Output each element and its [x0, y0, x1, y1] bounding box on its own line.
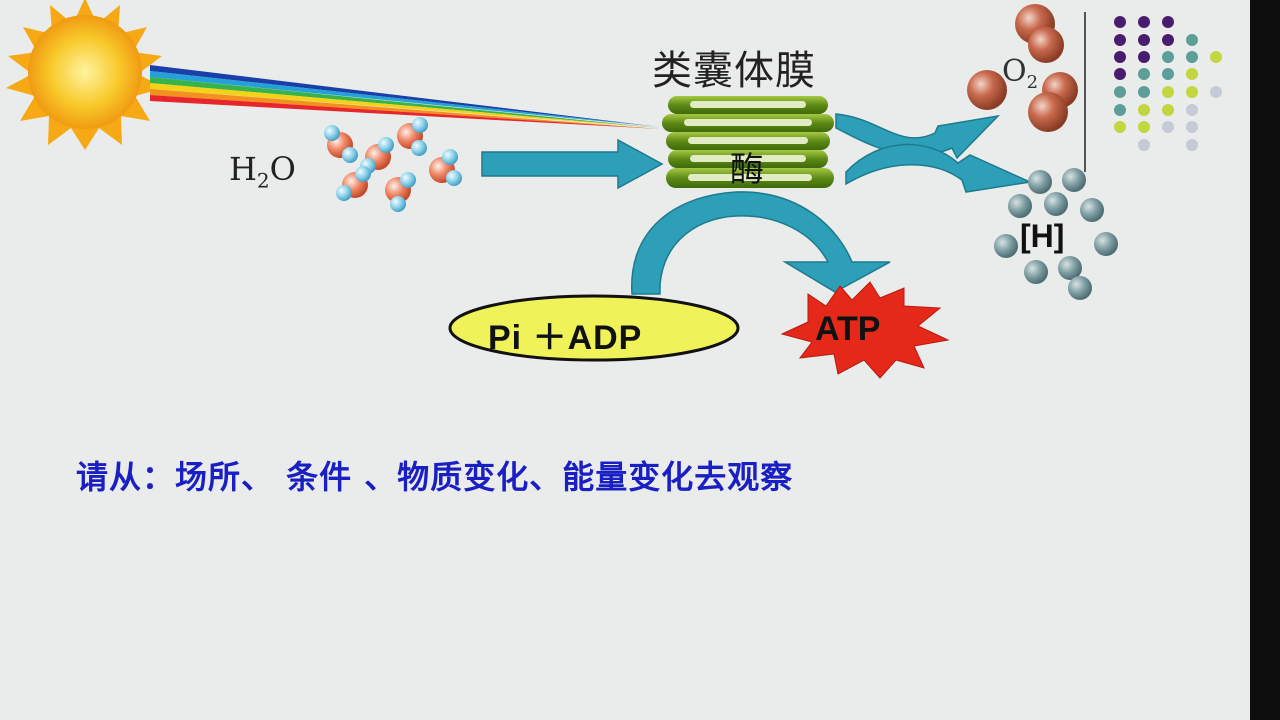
oxygen-output-arrow — [835, 113, 1001, 160]
thylakoid-membrane-stack — [662, 96, 834, 188]
reactants-ellipse — [448, 294, 740, 362]
input-arrow — [481, 138, 664, 190]
enzyme-label: 酶 — [730, 150, 764, 190]
observation-prompt: 请从：场所、 条件 、物质变化、能量变化去观察 — [76, 458, 794, 496]
light-beam — [150, 65, 660, 129]
decorative-dot-grid — [1114, 16, 1222, 151]
water-label: H2O — [229, 150, 296, 192]
hydrogen-label: [H] — [1020, 218, 1065, 254]
screen-edge-bar — [1250, 0, 1280, 720]
water-label-h: H — [229, 150, 257, 188]
atp-synthesis-arrow — [631, 191, 891, 295]
oxygen-label: O2 — [1002, 54, 1038, 93]
reactants-label: Pi ＋ADP — [488, 319, 643, 357]
sun-icon — [6, 0, 164, 150]
oxygen-molecule-icon — [967, 4, 1078, 132]
starburst-icon — [780, 281, 950, 379]
water-label-subscript: 2 — [256, 168, 270, 193]
atp-label: ATP — [815, 310, 881, 348]
oxygen-label-subscript: 2 — [1026, 72, 1039, 93]
water-label-o: O — [269, 150, 296, 188]
hydrogen-output-arrow — [845, 143, 1033, 193]
water-molecule-icon — [324, 117, 462, 212]
membrane-title: 类囊体膜 — [652, 48, 816, 94]
oxygen-label-o: O — [1002, 54, 1027, 89]
hydrogen-particle-icon — [994, 168, 1118, 300]
